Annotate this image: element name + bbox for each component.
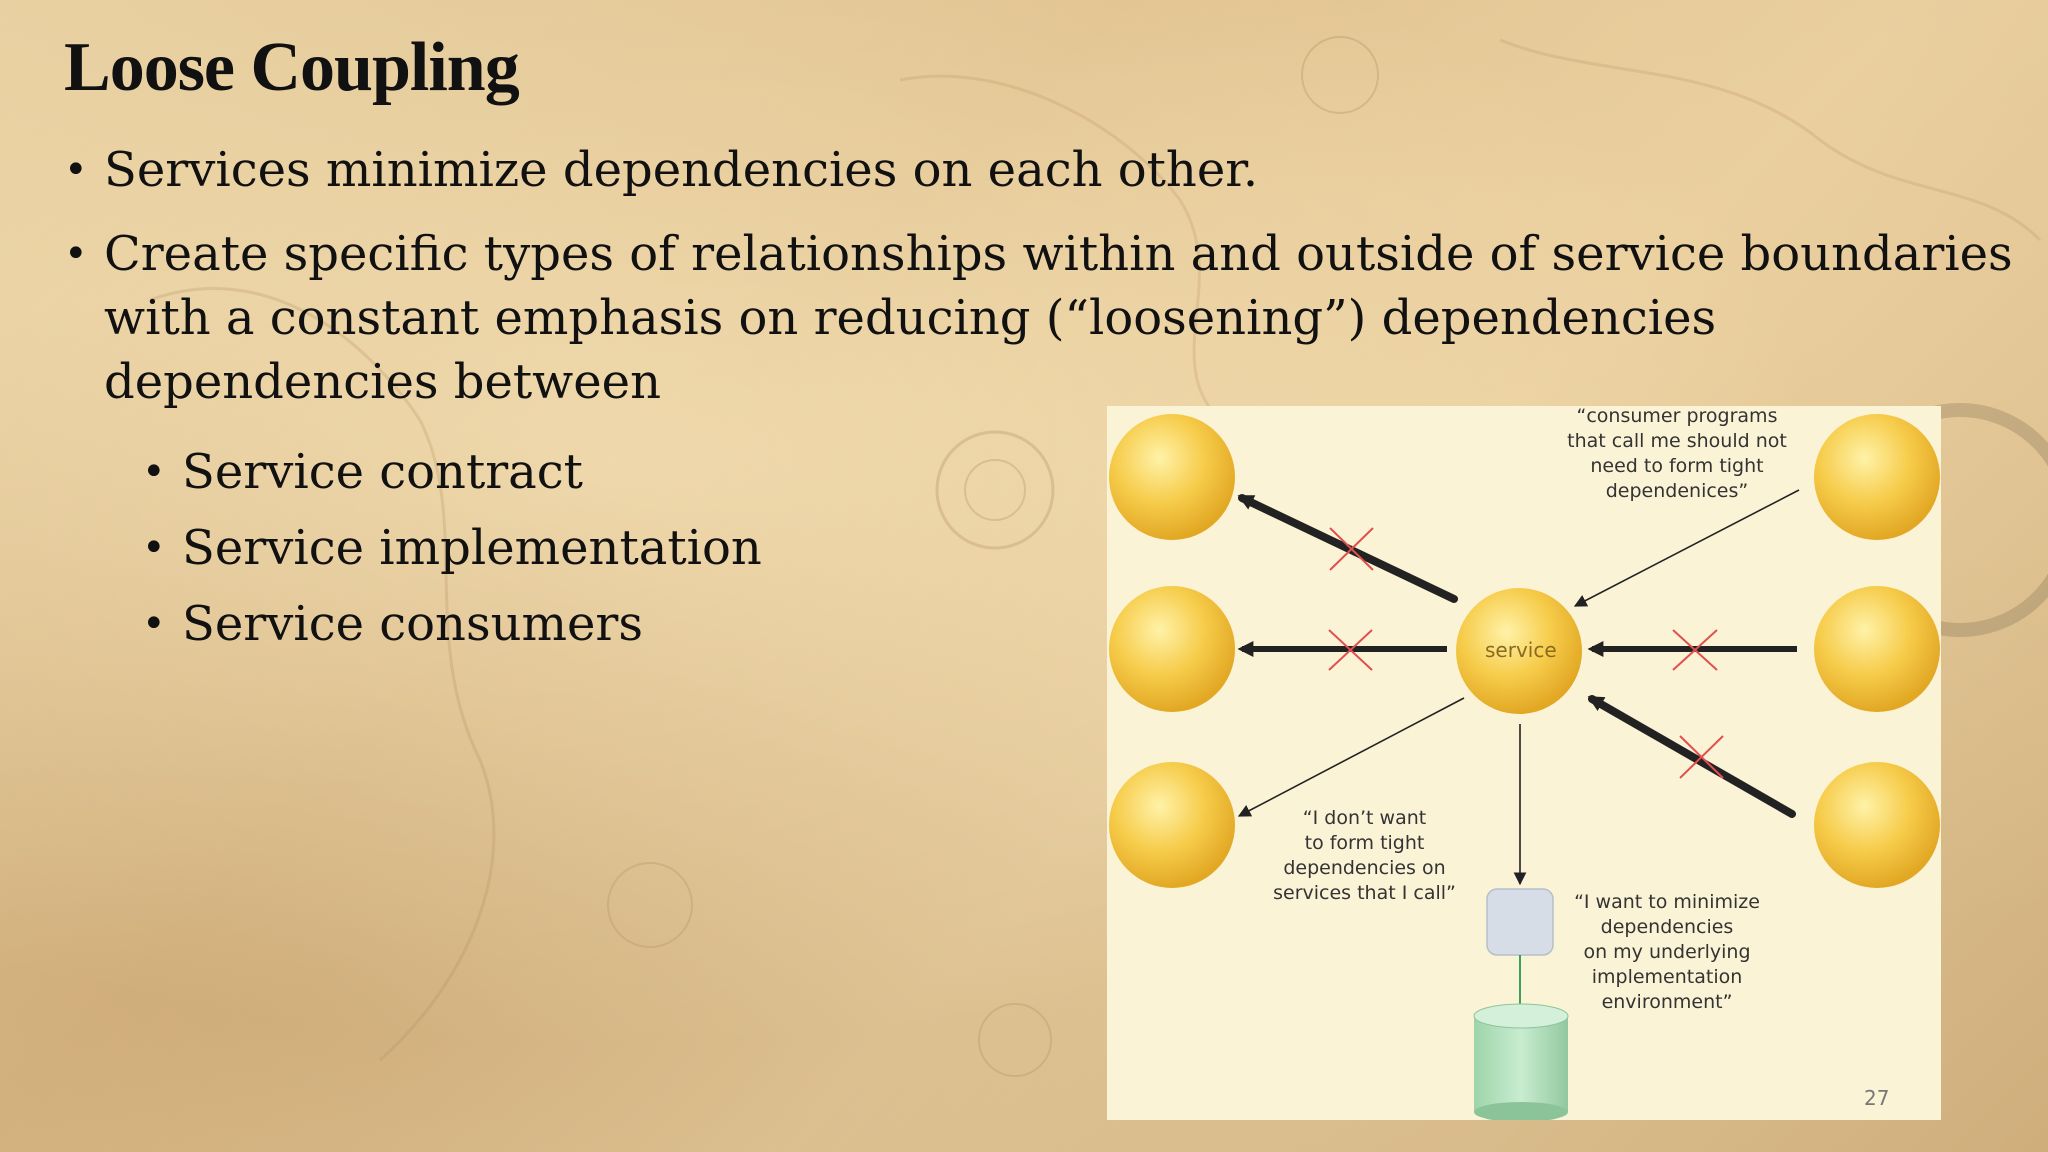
quote-consumers: “consumer programs that call me should n… bbox=[1567, 405, 1787, 502]
quote-services: “I don’t want to form tight dependencies… bbox=[1273, 807, 1456, 904]
cross-icon bbox=[1679, 735, 1724, 779]
page-number: 27 bbox=[1864, 1086, 1890, 1110]
consumer-sphere-right-bottom bbox=[1814, 762, 1940, 888]
slide-title: Loose Coupling bbox=[64, 29, 520, 106]
sub-bullet-item: Service consumers bbox=[142, 586, 2024, 662]
tight-coupling-bar-left-top bbox=[1238, 494, 1458, 603]
database-icon bbox=[1473, 1003, 1569, 1120]
bullet-list: Services minimize dependencies on each o… bbox=[64, 138, 2024, 662]
service-label: service bbox=[1485, 638, 1557, 662]
consumer-sphere-left-top bbox=[1109, 414, 1235, 540]
arrow-right-bottom-to-service bbox=[1587, 696, 1606, 712]
arrow-right-top-to-service bbox=[1573, 489, 1800, 607]
bullet-item: Services minimize dependencies on each o… bbox=[64, 138, 2024, 202]
cross-icon bbox=[1329, 527, 1374, 571]
arrow-service-to-left-bottom bbox=[1237, 697, 1465, 817]
consumer-sphere-left-bottom bbox=[1109, 762, 1235, 888]
cross-icon bbox=[1672, 629, 1718, 671]
bullet-item: Create specific types of relationships w… bbox=[64, 222, 2014, 414]
diagram-canvas bbox=[1109, 414, 1940, 1120]
cross-icon bbox=[1328, 629, 1373, 671]
loose-coupling-diagram: service “consumer programs that call me … bbox=[1107, 405, 1941, 1120]
consumer-sphere-left-middle bbox=[1109, 586, 1235, 712]
tight-coupling-bar-right-bottom bbox=[1588, 695, 1796, 818]
sub-bullet-item: Service contract bbox=[142, 434, 2024, 510]
sub-bullet-item: Service implementation bbox=[142, 510, 2024, 586]
consumer-sphere-right-middle bbox=[1814, 586, 1940, 712]
quote-implementation: “I want to minimize dependencies on my u… bbox=[1574, 891, 1760, 1013]
service-sphere bbox=[1456, 588, 1582, 714]
arrow-left-top bbox=[1237, 495, 1258, 510]
consumer-sphere-right-top bbox=[1814, 414, 1940, 540]
implementation-box bbox=[1486, 888, 1554, 956]
